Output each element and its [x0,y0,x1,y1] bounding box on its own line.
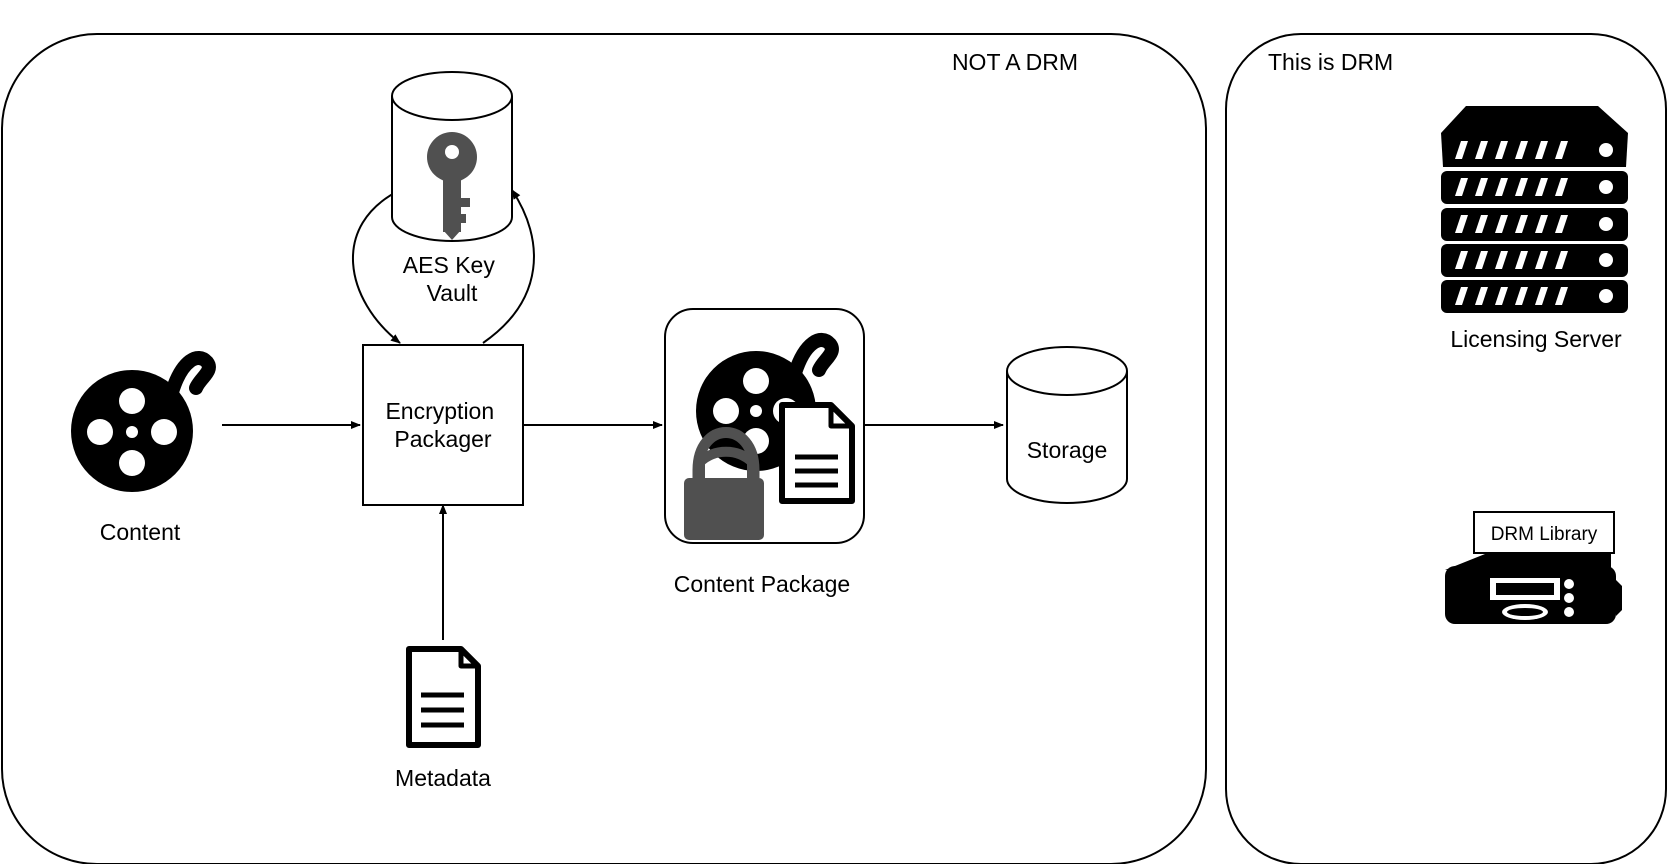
server-rack-icon [1441,106,1628,313]
server-status-led [1599,180,1613,194]
server-status-led [1599,253,1613,267]
storage-label: Storage [1027,437,1108,463]
server-vent-slit [1455,141,1468,159]
group-this-is-drm [1225,33,1667,864]
edge-vault-to-packager [351,189,401,344]
server-vent-slit [1535,215,1548,233]
server-vent-slit [1555,178,1568,196]
server-vent-slit [1455,215,1468,233]
server-vent-slit [1475,141,1488,159]
server-vent-slit [1515,251,1528,269]
key-vault-label-line-2: Vault [427,280,478,306]
server-vent-slit [1495,287,1508,305]
server-vent-slit [1455,287,1468,305]
server-vent-slit [1495,141,1508,159]
server-vent-slit [1475,215,1488,233]
film-reel-icon [71,351,216,492]
key-vault-label: AES Key Vault [403,252,501,306]
key-icon [427,132,477,240]
server-vent-slit [1555,215,1568,233]
server-vent-slit [1475,178,1488,196]
server-vent-slit [1535,251,1548,269]
server-status-led [1599,143,1613,157]
server-vent-slit [1535,141,1548,159]
metadata-node: Metadata [395,646,491,791]
group-not-a-drm-title: NOT A DRM [952,49,1078,75]
group-not-a-drm [1,33,1207,864]
server-vent-slit [1555,141,1568,159]
licensing-server-label: Licensing Server [1450,326,1622,352]
document-icon [779,402,855,504]
server-status-led [1599,217,1613,231]
aes-key-vault-node: AES Key Vault [391,71,513,306]
server-vent-slit [1555,287,1568,305]
document-icon [406,646,481,748]
drm-library-node: DRM Library [1445,511,1622,624]
server-vent-slit [1515,141,1528,159]
server-vent-slit [1455,178,1468,196]
group-this-is-drm-title: This is DRM [1268,49,1393,75]
edge-packager-to-vault [482,189,535,344]
server-vent-slit [1555,251,1568,269]
server-vent-slit [1515,215,1528,233]
server-status-led [1599,289,1613,303]
server-vent-slit [1495,251,1508,269]
server-vent-slit [1475,287,1488,305]
media-player-icon [1445,554,1622,624]
content-package-node: Content Package [664,308,865,597]
storage-node: Storage [1006,346,1128,504]
drm-library-label: DRM Library [1491,524,1598,545]
packager-label-line-1: Encryption [385,398,494,424]
padlock-icon [684,427,764,540]
content-label: Content [100,519,181,545]
server-vent-slit [1495,215,1508,233]
server-vent-slit [1535,178,1548,196]
server-vent-slit [1475,251,1488,269]
encryption-packager-node: Encryption Packager [362,344,524,506]
packager-label-line-2: Packager [394,426,492,452]
licensing-server-node: Licensing Server [1441,106,1628,352]
encryption-packager-label: Encryption Packager [385,398,500,452]
metadata-label: Metadata [395,765,491,791]
server-vent-slit [1515,287,1528,305]
server-vent-slit [1455,251,1468,269]
content-node: Content [71,351,216,545]
server-vent-slit [1515,178,1528,196]
storage-cylinder [1006,371,1128,504]
server-vent-slit [1495,178,1508,196]
key-vault-label-line-1: AES Key [403,252,496,278]
server-vent-slit [1535,287,1548,305]
content-package-label: Content Package [674,571,850,597]
